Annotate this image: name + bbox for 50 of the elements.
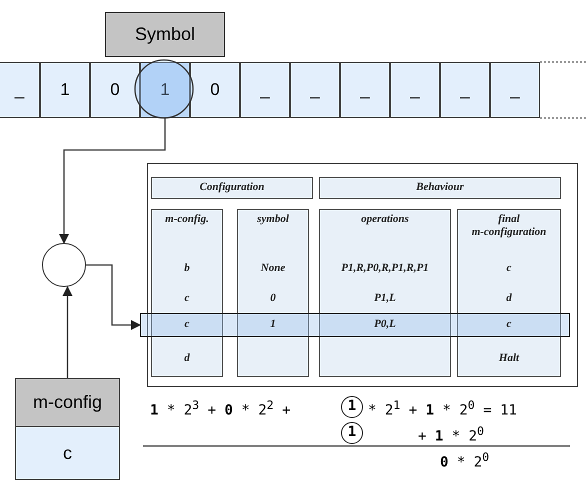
table-entry: None (260, 262, 286, 275)
circled-digit: 1 (341, 396, 363, 418)
register-value: c (16, 427, 119, 479)
tape-cell: 1 (40, 62, 90, 118)
table-entry: c (506, 262, 512, 275)
combiner-circle (42, 243, 86, 287)
m-config-register (15, 378, 120, 480)
table-header: Behaviour (319, 177, 561, 199)
column-heading: final m-configuration (470, 213, 548, 239)
table-entry: d (183, 352, 191, 365)
addend-expression: + 1* 2$^{0}$ (418, 424, 484, 445)
register-title: m-config (16, 379, 119, 427)
tape-cell: _ (290, 62, 340, 118)
table-column (237, 209, 309, 377)
table-header: Configuration (151, 177, 313, 199)
arrow (62, 286, 72, 378)
tape-cell: 0 (90, 62, 140, 118)
table-column (319, 209, 451, 377)
table-column (151, 209, 223, 377)
arrow (59, 118, 166, 244)
table-entry: P1,L (373, 292, 397, 305)
sum-expression: * 2$^{1}$ + 1* 2$^{0}$ = 11 (368, 398, 517, 419)
sum-expression: 1* 2$^{3}$ + 0* 2$^{2}$ + (150, 398, 291, 419)
table-frame (147, 163, 578, 387)
tape-cell: _ (0, 62, 40, 118)
table-entry: 0 (269, 292, 277, 305)
symbol-label-box: Symbol (105, 12, 225, 57)
result-expression: 0* 2$^{0}$ (440, 450, 490, 471)
tape-cell: 0 (190, 62, 240, 118)
table-column (457, 209, 561, 377)
table-entry: c (184, 318, 190, 331)
arrow (86, 264, 141, 330)
table-entry: c (506, 318, 512, 331)
column-heading: operations (360, 213, 410, 226)
tape-cell: _ (390, 62, 440, 118)
table-entry: b (183, 262, 191, 275)
circled-digit: 1 (341, 422, 363, 444)
tape-cell: 1 (140, 62, 190, 118)
table-entry: d (505, 292, 513, 305)
tape-cell: _ (490, 62, 540, 118)
tape-cell: _ (440, 62, 490, 118)
table-entry: Halt (498, 352, 520, 365)
table-entry: 1 (270, 318, 276, 331)
tape-cell: _ (240, 62, 290, 118)
tape-cell: _ (340, 62, 390, 118)
column-heading: symbol (256, 213, 290, 226)
table-entry: P0,L (374, 318, 396, 331)
table-entry: c (184, 292, 190, 305)
column-heading: m-config. (164, 213, 210, 226)
table-entry: P1,R,P0,R,P1,R,P1 (340, 262, 430, 275)
